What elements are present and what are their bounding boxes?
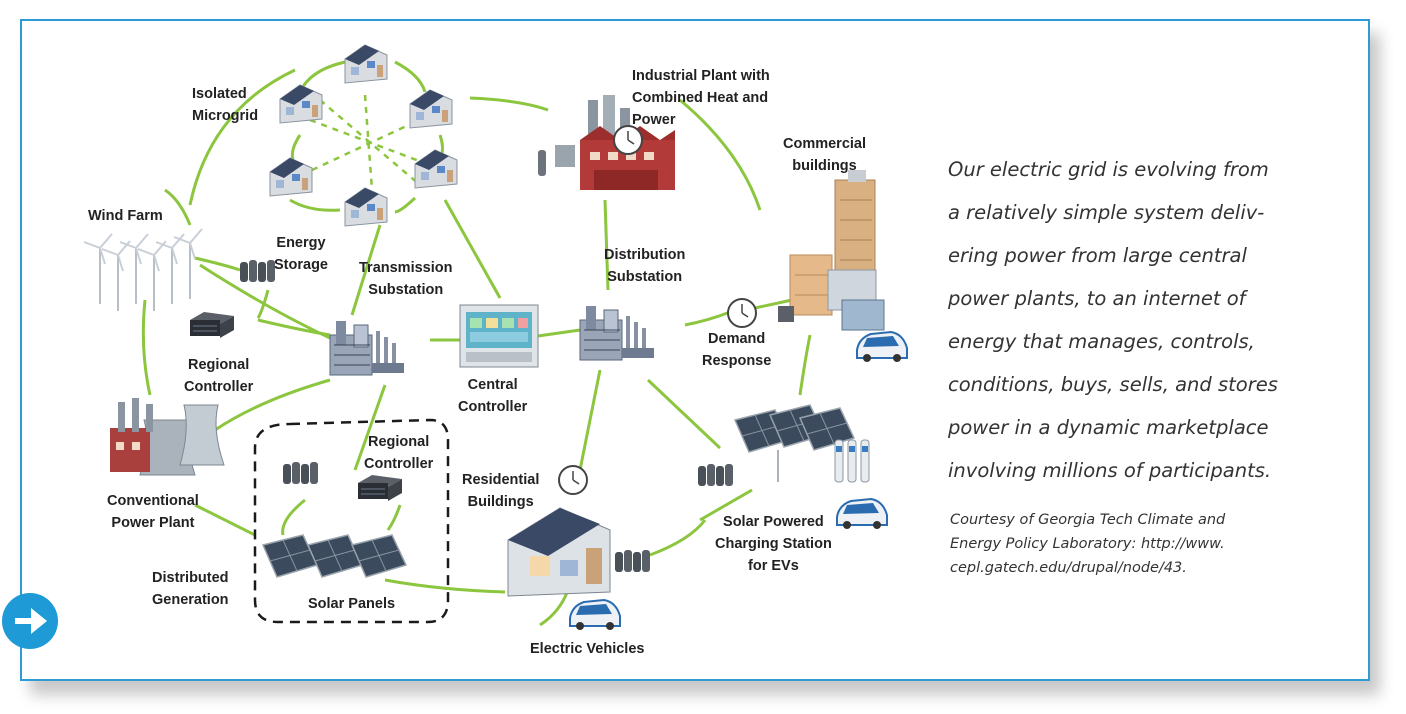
label-central-controller: Central Controller	[458, 377, 528, 415]
label-energy-storage: Energy Storage	[274, 235, 328, 273]
battery-icon	[698, 464, 733, 486]
connection-lines	[141, 68, 812, 627]
ev-charger-icon	[834, 439, 870, 483]
car-icon	[569, 599, 621, 631]
meter-icon	[778, 306, 794, 322]
battery-icon	[240, 260, 275, 282]
house-icon	[279, 84, 323, 124]
office-tower-icon	[789, 170, 885, 331]
wind-turbine-icon	[83, 233, 113, 305]
wind-turbine-icon	[155, 233, 185, 305]
label-residential-buildings: Residential Buildings	[462, 472, 540, 510]
infographic-frame	[20, 19, 1370, 681]
house-icon	[344, 44, 388, 84]
house-icon	[507, 507, 611, 597]
house-icon	[414, 149, 458, 189]
label-distributed-generation: Distributed Generation	[152, 570, 229, 608]
substation-icon	[579, 305, 655, 361]
label-conventional-power-plant: Conventional Power Plant	[107, 493, 199, 531]
house-icon	[269, 157, 313, 197]
clock-icon	[558, 465, 588, 495]
label-distribution-substation: Distribution Substation	[604, 247, 686, 285]
control-panel-icon	[459, 304, 539, 368]
house-icon	[344, 187, 388, 227]
solar-group-boundary	[253, 418, 450, 624]
next-arrow-button[interactable]	[1, 592, 59, 650]
label-electric-vehicles: Electric Vehicles	[530, 641, 645, 657]
clock-icon	[727, 298, 757, 328]
solar-panel-icon	[262, 534, 318, 578]
battery-icon	[283, 462, 318, 484]
label-wind-farm: Wind Farm	[88, 208, 163, 224]
car-icon	[836, 498, 888, 530]
label-commercial-buildings: Commercial buildings	[783, 136, 867, 174]
label-solar-charging-station: Solar Powered Charging Station for EVs	[715, 514, 832, 574]
label-isolated-microgrid: Isolated Microgrid	[192, 86, 259, 124]
house-icon	[409, 89, 453, 129]
label-demand-response: Demand Response	[702, 331, 772, 369]
car-icon	[856, 331, 908, 363]
battery-icon	[615, 550, 650, 572]
wind-turbine-icon	[137, 240, 167, 312]
microgrid-ring	[289, 60, 444, 214]
wind-turbine-icon	[173, 228, 203, 300]
solar-panel-icon	[307, 534, 363, 578]
wind-turbine-icon	[101, 240, 131, 312]
label-transmission-substation: Transmission Substation	[359, 260, 453, 298]
credit-text: Courtesy of Georgia Tech Climate and Ene…	[950, 512, 1226, 576]
label-solar-panels: Solar Panels	[308, 596, 396, 612]
description-text: Our electric grid is evolving from a rel…	[948, 158, 1278, 482]
solar-panel-icon	[351, 534, 407, 578]
wind-turbine-icon	[119, 233, 149, 305]
label-regional-controller: Regional Controller	[184, 357, 254, 395]
substation-icon	[329, 320, 405, 376]
label-regional-controller-2: Regional Controller	[364, 434, 434, 472]
cooling-tower-icon	[110, 398, 225, 476]
controller-rack-icon	[357, 474, 403, 502]
controller-rack-icon	[189, 311, 235, 339]
arrow-right-icon	[2, 593, 58, 649]
label-industrial-plant: Industrial Plant with Combined Heat and …	[632, 68, 770, 128]
